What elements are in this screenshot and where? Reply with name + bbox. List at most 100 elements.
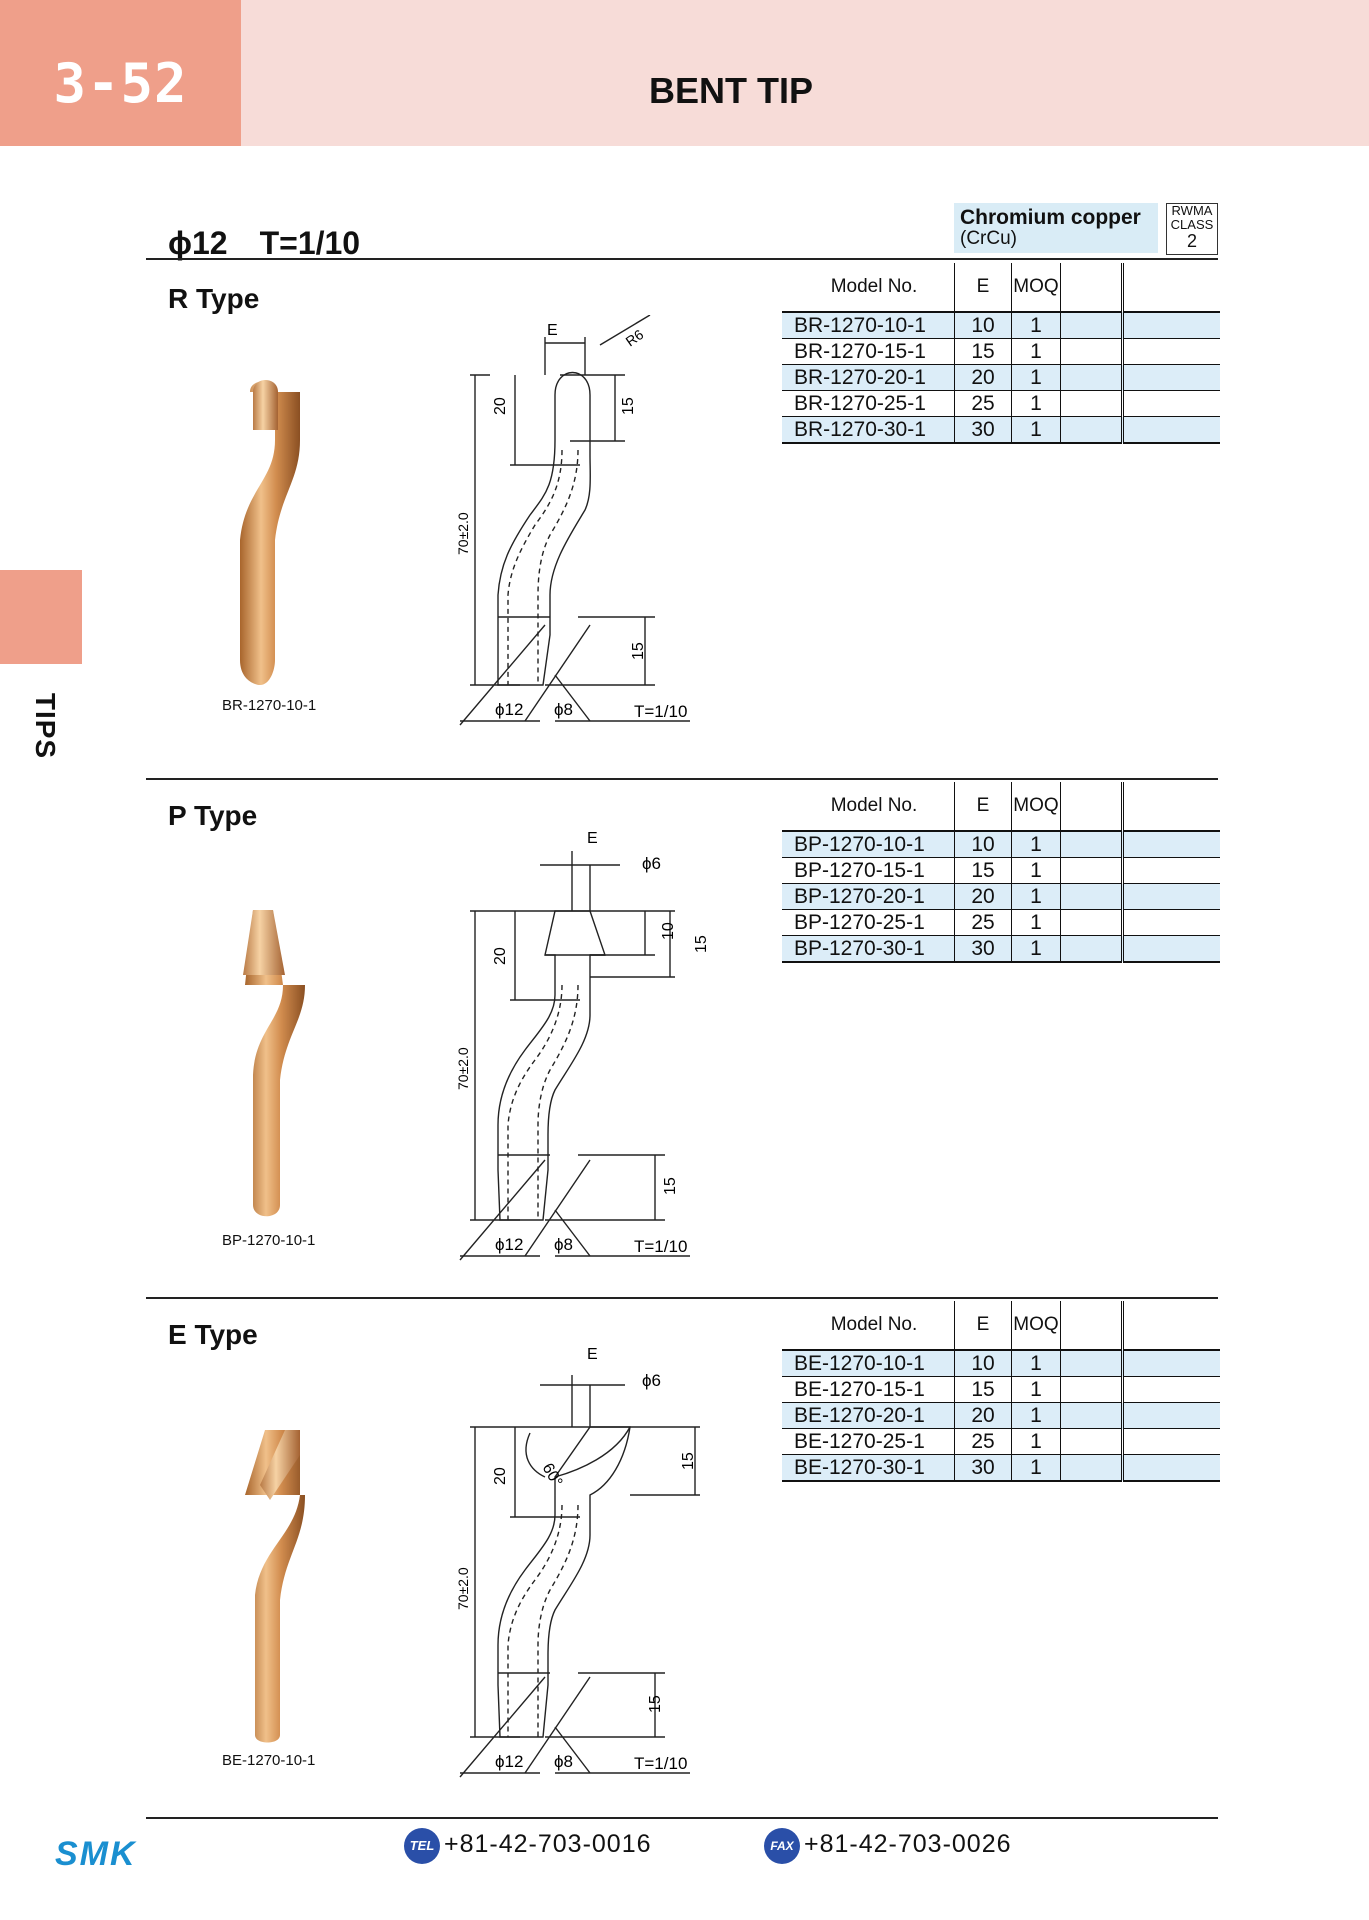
cell-moq: 1 [1011, 857, 1061, 884]
cell-blank [1060, 416, 1124, 444]
cell-model: BR-1270-15-1 [782, 338, 955, 365]
col-model: Model No. [782, 263, 955, 312]
label-phi8: ϕ8 [554, 1752, 573, 1771]
cell-e: 25 [954, 909, 1012, 936]
cell-blank [1060, 1402, 1124, 1429]
label-phi6: ϕ6 [642, 854, 661, 873]
cell-e: 15 [954, 857, 1012, 884]
label-taper: T=1/10 [634, 1237, 687, 1256]
label-dim15-top: 15 [693, 935, 710, 953]
cell-blank [1060, 338, 1124, 365]
label-taper: T=1/10 [634, 1754, 687, 1773]
cell-blank [1060, 1428, 1124, 1455]
company-logo[interactable]: SMK [55, 1833, 165, 1873]
cell-model: BP-1270-10-1 [782, 830, 955, 858]
photo-caption-r: BR-1270-10-1 [222, 697, 317, 714]
col-e: E [954, 782, 1012, 831]
material-box: Chromium copper (CrCu) [954, 203, 1158, 253]
cell-moq: 1 [1011, 1349, 1061, 1377]
cell-moq: 1 [1011, 1428, 1061, 1455]
technical-drawing-r: E R6 20 15 70±2.0 15 ϕ12 ϕ8 T=1/10 [455, 315, 690, 726]
col-moq: MOQ [1011, 263, 1061, 312]
label-length: 70±2.0 [455, 1047, 471, 1090]
cell-moq: 1 [1011, 338, 1061, 365]
material-symbol: (CrCu) [960, 228, 1017, 249]
cell-blank [1060, 1376, 1124, 1403]
cell-model: BE-1270-25-1 [782, 1428, 955, 1455]
cell-e: 20 [954, 883, 1012, 910]
cell-blank [1122, 883, 1220, 910]
cell-blank [1122, 909, 1220, 936]
label-length: 70±2.0 [455, 1567, 471, 1610]
cell-blank [1122, 364, 1220, 391]
cell-moq: 1 [1011, 364, 1061, 391]
section-rule [146, 778, 1218, 780]
fax-icon: FAX [764, 1828, 800, 1864]
cell-blank [1060, 1454, 1124, 1482]
cell-blank [1122, 311, 1220, 339]
cell-blank [1122, 830, 1220, 858]
rwma-line1: RWMA [1171, 203, 1213, 218]
col-e: E [954, 263, 1012, 312]
label-phi12: ϕ12 [495, 700, 523, 719]
cell-e: 15 [954, 1376, 1012, 1403]
cell-e: 20 [954, 364, 1012, 391]
cell-e: 30 [954, 1454, 1012, 1482]
cell-model: BP-1270-30-1 [782, 935, 955, 963]
cell-model: BP-1270-15-1 [782, 857, 955, 884]
product-photo-p [243, 910, 305, 1217]
label-e: E [547, 322, 558, 339]
rwma-class-box: RWMA CLASS 2 [1166, 203, 1218, 255]
cell-moq: 1 [1011, 909, 1061, 936]
cell-blank [1060, 857, 1124, 884]
label-taper: T=1/10 [634, 702, 687, 721]
label-length: 70±2.0 [455, 512, 471, 555]
cell-blank [1060, 909, 1124, 936]
cell-model: BE-1270-30-1 [782, 1454, 955, 1482]
cell-blank [1060, 1349, 1124, 1377]
cell-blank [1122, 1402, 1220, 1429]
material-name: Chromium copper [960, 206, 1141, 229]
cell-blank [1122, 1428, 1220, 1455]
footer-rule [146, 1817, 1218, 1819]
page-number-box [0, 0, 241, 146]
cell-model: BP-1270-25-1 [782, 909, 955, 936]
cell-blank [1122, 1454, 1220, 1482]
cell-e: 20 [954, 1402, 1012, 1429]
cell-moq: 1 [1011, 416, 1061, 444]
cell-e: 10 [954, 830, 1012, 858]
phone-number[interactable]: +81-42-703-0016 [444, 1830, 652, 1858]
technical-drawing-p: E ϕ6 20 10 15 70±2.0 15 ϕ12 ϕ8 T=1/10 [455, 830, 710, 1261]
cell-e: 10 [954, 1349, 1012, 1377]
cell-model: BR-1270-10-1 [782, 311, 955, 339]
col-blank-2 [1123, 782, 1221, 831]
side-tab[interactable] [0, 570, 82, 664]
fax-badge: FAX [770, 1839, 794, 1853]
cell-model: BE-1270-15-1 [782, 1376, 955, 1403]
technical-drawing-e: E ϕ6 60° 20 15 70±2.0 15 ϕ12 ϕ8 T=1/10 [455, 1346, 700, 1778]
label-dim15-bottom: 15 [630, 642, 647, 660]
section-title-e: E Type [168, 1319, 258, 1350]
cell-blank [1122, 338, 1220, 365]
cell-e: 10 [954, 311, 1012, 339]
col-blank-2 [1123, 263, 1221, 312]
cell-e: 25 [954, 390, 1012, 417]
label-dim20: 20 [492, 947, 509, 965]
col-model: Model No. [782, 1301, 955, 1350]
tel-badge: TEL [409, 1838, 435, 1853]
cell-model: BR-1270-25-1 [782, 390, 955, 417]
cell-blank [1122, 857, 1220, 884]
fax-number[interactable]: +81-42-703-0026 [804, 1830, 1012, 1858]
label-dim15-bottom: 15 [662, 1177, 679, 1195]
